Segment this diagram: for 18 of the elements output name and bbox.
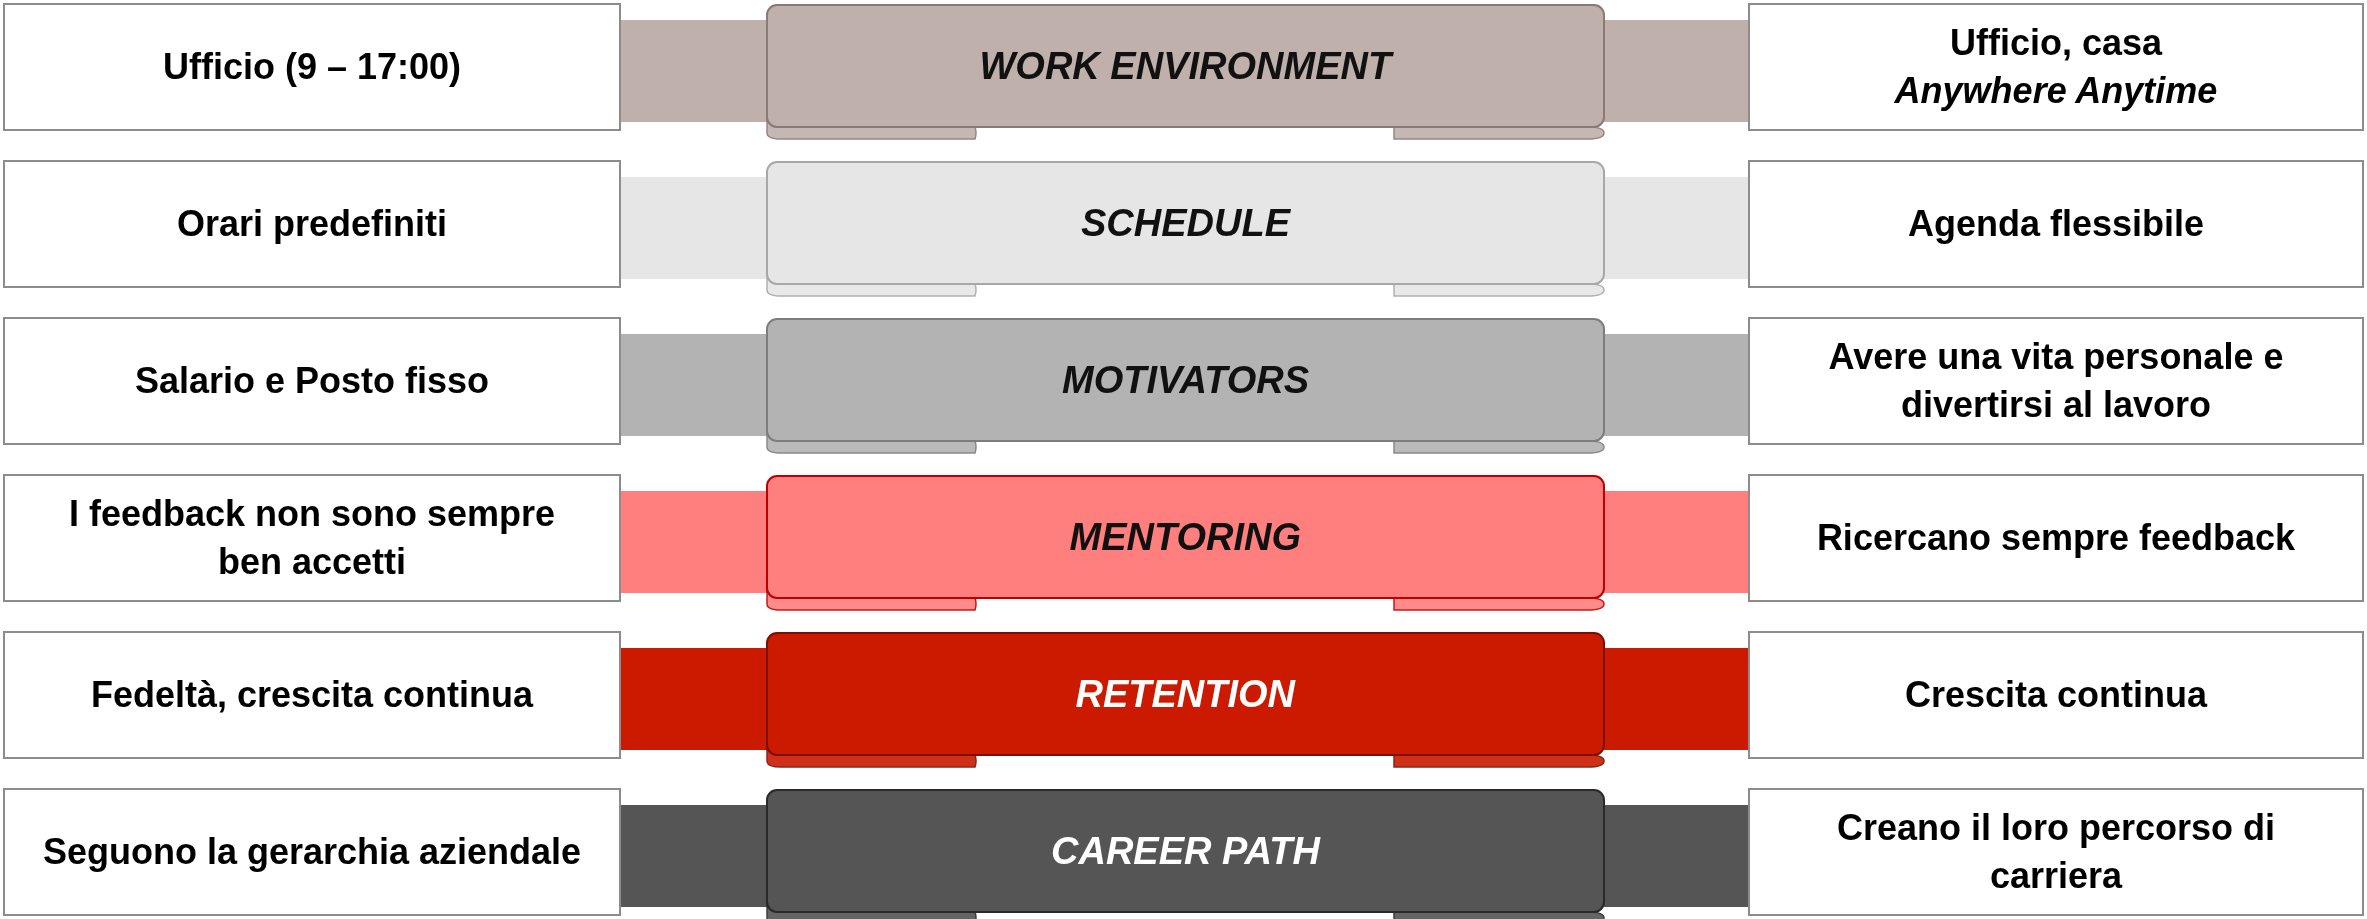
comparison-box: Orari predefiniti <box>3 160 621 288</box>
comparison-box: Ricercano sempre feedback <box>1748 474 2364 602</box>
ribbon-title: SCHEDULE <box>1081 201 1291 245</box>
ribbon-title: RETENTION <box>1075 672 1296 716</box>
comparison-box: Seguono la gerarchia aziendale <box>3 788 621 916</box>
ribbon-title: CAREER PATH <box>1051 829 1320 873</box>
comparison-box: Agenda flessibile <box>1748 160 2364 288</box>
ribbon-title: WORK ENVIRONMENT <box>979 44 1392 88</box>
comparison-box: Avere una vita personale e divertirsi al lavoro <box>1748 317 2364 445</box>
comparison-box: Fedeltà, crescita continua <box>3 631 621 759</box>
comparison-box: Ufficio (9 – 17:00) <box>3 3 621 131</box>
comparison-box: Salario e Posto fisso <box>3 317 621 445</box>
comparison-box: I feedback non sono sempre ben accetti <box>3 474 621 602</box>
comparison-box: Creano il loro percorso di carriera <box>1748 788 2364 916</box>
comparison-box: Ufficio, casa Anywhere Anytime <box>1748 3 2364 131</box>
ribbon-title: MENTORING <box>1069 515 1302 559</box>
ribbon-title: MOTIVATORS <box>1062 358 1309 402</box>
comparison-box: Crescita continua <box>1748 631 2364 759</box>
